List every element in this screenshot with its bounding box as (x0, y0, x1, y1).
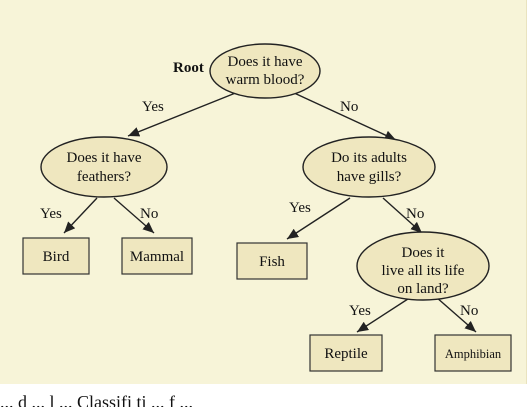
edge-root-yes (127, 91, 239, 137)
leaf-mammal (121, 237, 193, 275)
edge-root-no (291, 91, 397, 141)
cropped-caption: ... d ... l ... Classifi ti ... f ... (0, 392, 193, 407)
edge-label-root-yes: Yes (142, 99, 164, 115)
edge-label-root-no: No (340, 99, 358, 115)
edge-label-left-yes: Yes (40, 206, 62, 222)
leaf-amphibian-label: Amphibian (445, 347, 502, 361)
edge-right-no (382, 197, 423, 234)
leaf-amphibian (434, 334, 512, 372)
edge-label-right-no: No (406, 206, 424, 222)
edge-label-land-yes: Yes (349, 303, 371, 319)
decision-node-gills (302, 136, 436, 198)
decision-node-feathers (40, 136, 168, 198)
edge-label-land-no: No (460, 303, 478, 319)
leaf-bird (22, 237, 90, 275)
root-question-line-2: warm blood? (226, 72, 305, 88)
leaf-bird-label: Bird (43, 249, 70, 265)
leaf-reptile-label: Reptile (324, 346, 368, 362)
feathers-question-line-2: feathers? (77, 169, 131, 185)
decision-node-root (209, 43, 321, 99)
land-question-line-1: Does it (402, 245, 446, 261)
feathers-question-line-1: Does it have (67, 150, 142, 166)
edge-left-no (113, 197, 155, 234)
edge-right-yes (286, 197, 351, 240)
leaf-mammal-label: Mammal (130, 249, 184, 265)
leaf-fish-label: Fish (259, 254, 285, 270)
edge-label-left-no: No (140, 206, 158, 222)
leaf-reptile (309, 334, 383, 372)
edge-left-yes (63, 197, 98, 234)
gills-question-line-1: Do its adults (331, 150, 407, 166)
land-question-line-3: on land? (397, 281, 449, 297)
edge-land-yes (356, 296, 412, 333)
land-question-line-2: live all its life (382, 263, 465, 279)
gills-question-line-2: have gills? (337, 169, 402, 185)
edge-label-right-yes: Yes (289, 200, 311, 216)
edge-land-no (435, 296, 477, 333)
leaf-fish (236, 242, 308, 280)
root-question-line-1: Does it have (228, 54, 303, 70)
decision-node-land (356, 231, 490, 301)
root-label: Root (173, 60, 204, 76)
